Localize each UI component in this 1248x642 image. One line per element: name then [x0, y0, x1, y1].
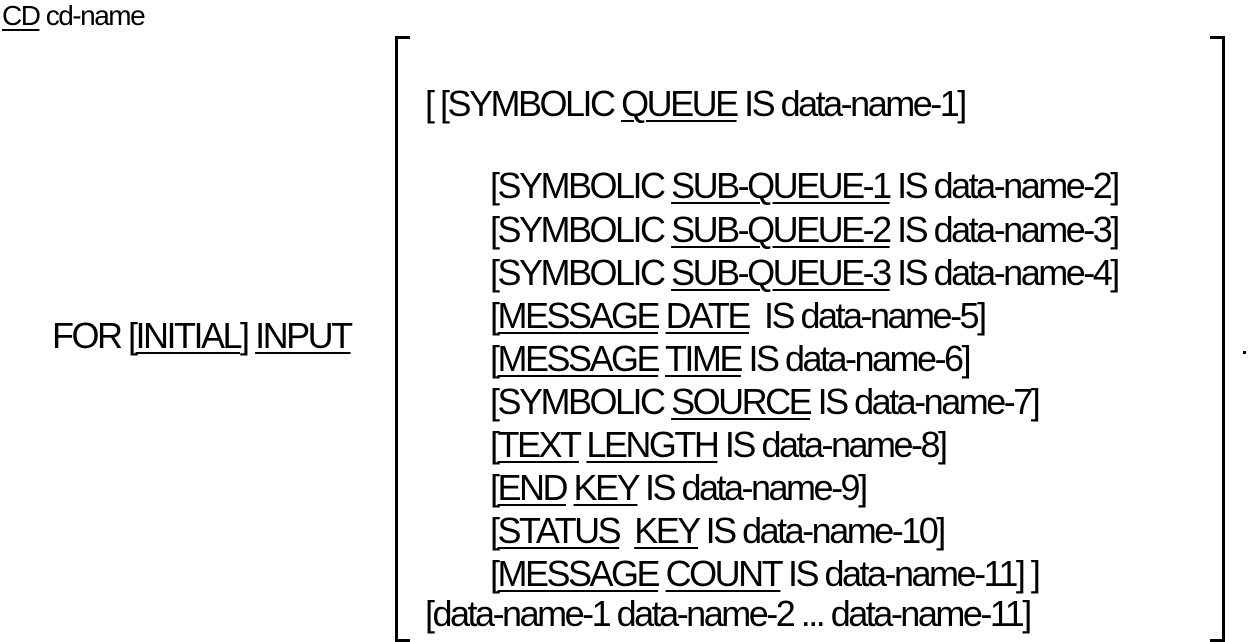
clause-keyword-2: SOURCE: [671, 381, 813, 422]
for-keyword: FOR: [52, 315, 128, 356]
message-date-clause: [MESSAGE DATE IS data-name-5]: [490, 295, 987, 336]
clause-gap: [566, 467, 574, 508]
message-count-clause: [MESSAGE COUNT IS data-name-11] ]: [490, 553, 1041, 594]
clause-keyword-1: MESSAGE: [497, 553, 661, 594]
clause-keyword-2: SUB-QUEUE-1: [671, 165, 892, 206]
end-key-clause: [END KEY IS data-name-9]: [490, 467, 868, 508]
sub-queue-3-clause: [SYMBOLIC SUB-QUEUE-3 IS data-name-4]: [490, 252, 1120, 293]
symbolic-source-clause: [SYMBOLIC SOURCE IS data-name-7]: [490, 381, 1041, 422]
initial-open-bracket: [: [128, 315, 138, 356]
clause-tail: IS data-name-9]: [637, 467, 868, 508]
left-bracket: [395, 36, 410, 642]
clause-tail: IS data-name-4]: [889, 252, 1120, 293]
cd-header: CD cd-name: [2, 0, 146, 31]
clause-keyword-1: STATUS: [497, 510, 622, 551]
clause-prefix: [SYMBOLIC: [490, 252, 672, 293]
clause-keyword-1: END: [497, 467, 569, 508]
clause-keyword-2: TIME: [664, 338, 744, 379]
clause-prefix: [SYMBOLIC: [490, 165, 672, 206]
clause-prefix: [SYMBOLIC: [490, 381, 672, 422]
text-length-clause: [TEXT LENGTH IS data-name-8]: [490, 424, 948, 465]
clause-gap: [658, 553, 666, 594]
clause-prefix: [: [490, 424, 500, 465]
clause-keyword-2: DATE: [665, 295, 752, 336]
clause-tail: IS data-name-3]: [889, 209, 1120, 250]
clause-prefix: [: [490, 467, 500, 508]
clause-prefix: [: [490, 295, 500, 336]
clause-gap: [619, 510, 634, 551]
clause-tail: IS data-name-11] ]: [780, 553, 1041, 594]
clause-keyword-2: COUNT: [665, 553, 783, 594]
initial-close-bracket: ]: [240, 315, 256, 356]
clause-tail: IS data-name-2]: [889, 165, 1120, 206]
status-key-clause: [STATUS KEY IS data-name-10]: [490, 510, 947, 551]
cd-keyword: CD: [2, 0, 41, 31]
input-keyword: INPUT: [255, 315, 353, 356]
clause-prefix: [ [SYMBOLIC: [425, 83, 622, 124]
clause-tail: IS data-name-5]: [748, 295, 987, 336]
cd-name: cd-name: [39, 0, 146, 31]
sub-queue-2-clause: [SYMBOLIC SUB-QUEUE-2 IS data-name-3]: [490, 209, 1120, 250]
clause-gap: [658, 295, 666, 336]
clause-prefix: [SYMBOLIC: [490, 209, 672, 250]
clause-keyword-2: SUB-QUEUE-2: [671, 209, 892, 250]
clause-gap: [658, 338, 665, 379]
clause-prefix: [: [490, 338, 500, 379]
clause-keyword-2: SUB-QUEUE-3: [671, 252, 892, 293]
statement-period: [1243, 351, 1246, 354]
clause-keyword-1: MESSAGE: [497, 338, 661, 379]
queue-clause: [ [SYMBOLIC QUEUE IS data-name-1]: [425, 83, 967, 124]
clause-tail: IS data-name-8]: [717, 424, 948, 465]
data-names-line: [data-name-1 data-name-2 ... data-name-1…: [425, 593, 1032, 634]
clause-tail: IS data-name-6]: [740, 338, 971, 379]
clause-keyword-2: KEY: [573, 467, 640, 508]
for-initial-input-clause: FOR [INITIAL] INPUT: [52, 315, 353, 356]
clause-keyword-2: LENGTH: [586, 424, 720, 465]
message-time-clause: [MESSAGE TIME IS data-name-6]: [490, 338, 972, 379]
clause-tail: IS data-name-1]: [736, 83, 967, 124]
clause-prefix: [: [490, 553, 500, 594]
sub-queue-1-clause: [SYMBOLIC SUB-QUEUE-1 IS data-name-2]: [490, 165, 1120, 206]
clause-tail: IS data-name-10]: [698, 510, 947, 551]
initial-keyword: INITIAL: [135, 315, 243, 356]
clause-prefix: [: [490, 510, 500, 551]
clause-keyword-1: TEXT: [497, 424, 582, 465]
clause-keyword-2: QUEUE: [621, 83, 739, 124]
clause-tail: IS data-name-7]: [810, 381, 1041, 422]
clause-keyword-1: MESSAGE: [497, 295, 661, 336]
right-bracket: [1210, 36, 1225, 642]
clause-keyword-2: KEY: [634, 510, 700, 551]
